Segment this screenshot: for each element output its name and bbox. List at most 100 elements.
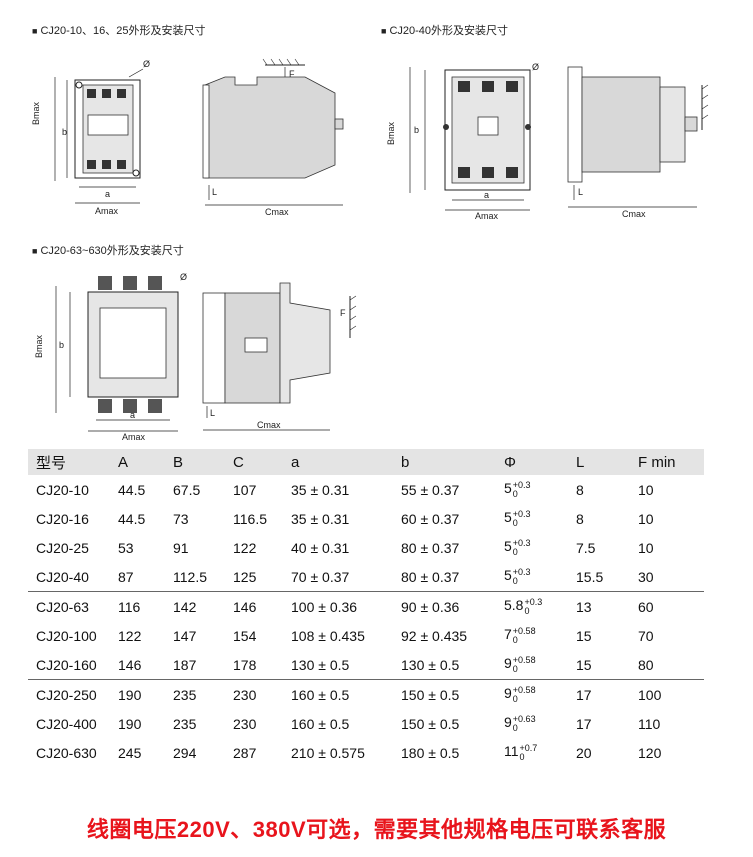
- cell-model: CJ20-250: [28, 679, 110, 709]
- dim-amax-label-large: Amax: [122, 432, 146, 442]
- header-phi: Φ: [496, 449, 568, 475]
- phi-tolerance-upper: +0.3: [512, 566, 531, 577]
- dim-l-label: L: [212, 187, 217, 197]
- cell-l: 13: [568, 591, 630, 621]
- phi-value: 9: [504, 714, 512, 731]
- phi-value: 5.8: [504, 597, 524, 614]
- cell-l: 17: [568, 679, 630, 709]
- dim-f-label: F: [289, 69, 295, 79]
- cell-c-max: 146: [225, 591, 283, 621]
- cell-f-min: 120: [638, 744, 662, 761]
- cell-f-min: 10: [638, 481, 654, 498]
- cell-f-min: 70: [638, 627, 654, 644]
- phi-tolerance-lower: 0: [512, 634, 518, 645]
- cell-model: CJ20-63: [28, 591, 110, 621]
- cell-a: 100 ± 0.36: [283, 591, 393, 621]
- dim-cmax-label-large: Cmax: [257, 420, 281, 430]
- phi-tolerance-upper: +0.58: [512, 654, 536, 665]
- cell-c-max: 116.5: [233, 510, 267, 527]
- cell-b-max: 147: [173, 627, 197, 644]
- cell-b: 180 ± 0.5: [401, 744, 460, 761]
- cell-a-max: 87: [118, 568, 134, 585]
- cell-c-max: 230: [233, 715, 257, 732]
- dim-phi-label: Ø: [143, 59, 150, 69]
- cell-c-max: 154: [233, 627, 257, 644]
- phi-tolerance-upper: +0.3: [512, 537, 531, 548]
- phi-tolerance-lower: 0: [519, 751, 525, 762]
- small-side-drawing: F L Cmax: [202, 58, 344, 217]
- cell-b-max: 294: [173, 744, 197, 761]
- phi-tolerance-upper: +0.3: [524, 596, 543, 607]
- phi-tolerance-upper: +0.63: [512, 713, 536, 724]
- cell-a: 108 ± 0.435: [291, 627, 365, 644]
- cell-c-max: 107: [233, 481, 257, 498]
- phi-tolerance-upper: +0.58: [512, 684, 536, 695]
- phi-value: 9: [504, 655, 512, 672]
- dim-phi-label-large: Ø: [180, 272, 187, 282]
- phi-tolerance-upper: +0.58: [512, 625, 536, 636]
- cell-l: 20: [576, 744, 592, 761]
- cell-model: CJ20-10: [36, 481, 89, 498]
- mid-side-drawing: L Cmax: [567, 66, 709, 219]
- cell-f-min: 10: [638, 510, 654, 527]
- cell-model: CJ20-25: [36, 539, 89, 556]
- cell-a-max: 116: [110, 591, 165, 621]
- large-front-drawing: Bmax b a Amax Ø: [34, 272, 187, 442]
- cell-b: 150 ± 0.5: [393, 679, 496, 709]
- cell-b-max: 67.5: [173, 481, 201, 498]
- cell-model: CJ20-100: [36, 627, 97, 644]
- cell-l: 8: [576, 481, 584, 498]
- large-side-drawing: F L Cmax: [202, 282, 357, 431]
- dim-a-label-mid: a: [484, 190, 489, 200]
- header-b-max: B: [165, 449, 225, 475]
- cell-b: 130 ± 0.5: [401, 656, 460, 673]
- cell-c-max: 230: [225, 679, 283, 709]
- phi-tolerance-lower: 0: [512, 488, 518, 499]
- cell-b: 55 ± 0.37: [401, 481, 460, 498]
- cell-c-max: 178: [233, 656, 257, 673]
- cell-f-min: 30: [638, 568, 654, 585]
- phi-value: 7: [504, 626, 512, 643]
- cell-b-max: 112.5: [173, 568, 207, 585]
- cell-a-max: 190: [118, 715, 142, 732]
- cell-a-max: 146: [118, 656, 142, 673]
- phi-tolerance-upper: +0.7: [519, 742, 538, 753]
- dim-a-label-large: a: [130, 410, 135, 420]
- cell-model: CJ20-400: [36, 715, 97, 732]
- cell-a: 160 ± 0.5: [291, 715, 350, 732]
- cell-f-min: 60: [630, 591, 704, 621]
- cell-a: 35 ± 0.31: [291, 481, 350, 498]
- phi-tolerance-lower: 0: [524, 605, 530, 616]
- section-title-mid: ■CJ20-40外形及安装尺寸: [381, 25, 509, 37]
- cell-b: 92 ± 0.435: [401, 627, 468, 644]
- header-a-max: A: [110, 449, 165, 475]
- phi-value: 5: [504, 567, 512, 584]
- cell-a: 160 ± 0.5: [283, 679, 393, 709]
- cell-model: CJ20-160: [36, 656, 97, 673]
- cell-l: 15: [576, 656, 592, 673]
- dim-b-label: b: [62, 127, 67, 137]
- cell-b-max: 73: [173, 510, 189, 527]
- cell-b-max: 142: [165, 591, 225, 621]
- phi-value: 9: [504, 685, 512, 702]
- cell-l: 15.5: [576, 568, 604, 585]
- phi-tolerance-lower: 0: [512, 517, 518, 528]
- cell-c-max: 122: [233, 539, 257, 556]
- dim-b-label-large: b: [59, 340, 64, 350]
- header-a: a: [283, 449, 393, 475]
- cell-a: 210 ± 0.575: [291, 744, 365, 761]
- cell-model: CJ20-630: [36, 744, 97, 761]
- header-model: 型号: [28, 449, 110, 475]
- phi-value: 5: [504, 480, 512, 497]
- cell-c-max: 125: [233, 568, 257, 585]
